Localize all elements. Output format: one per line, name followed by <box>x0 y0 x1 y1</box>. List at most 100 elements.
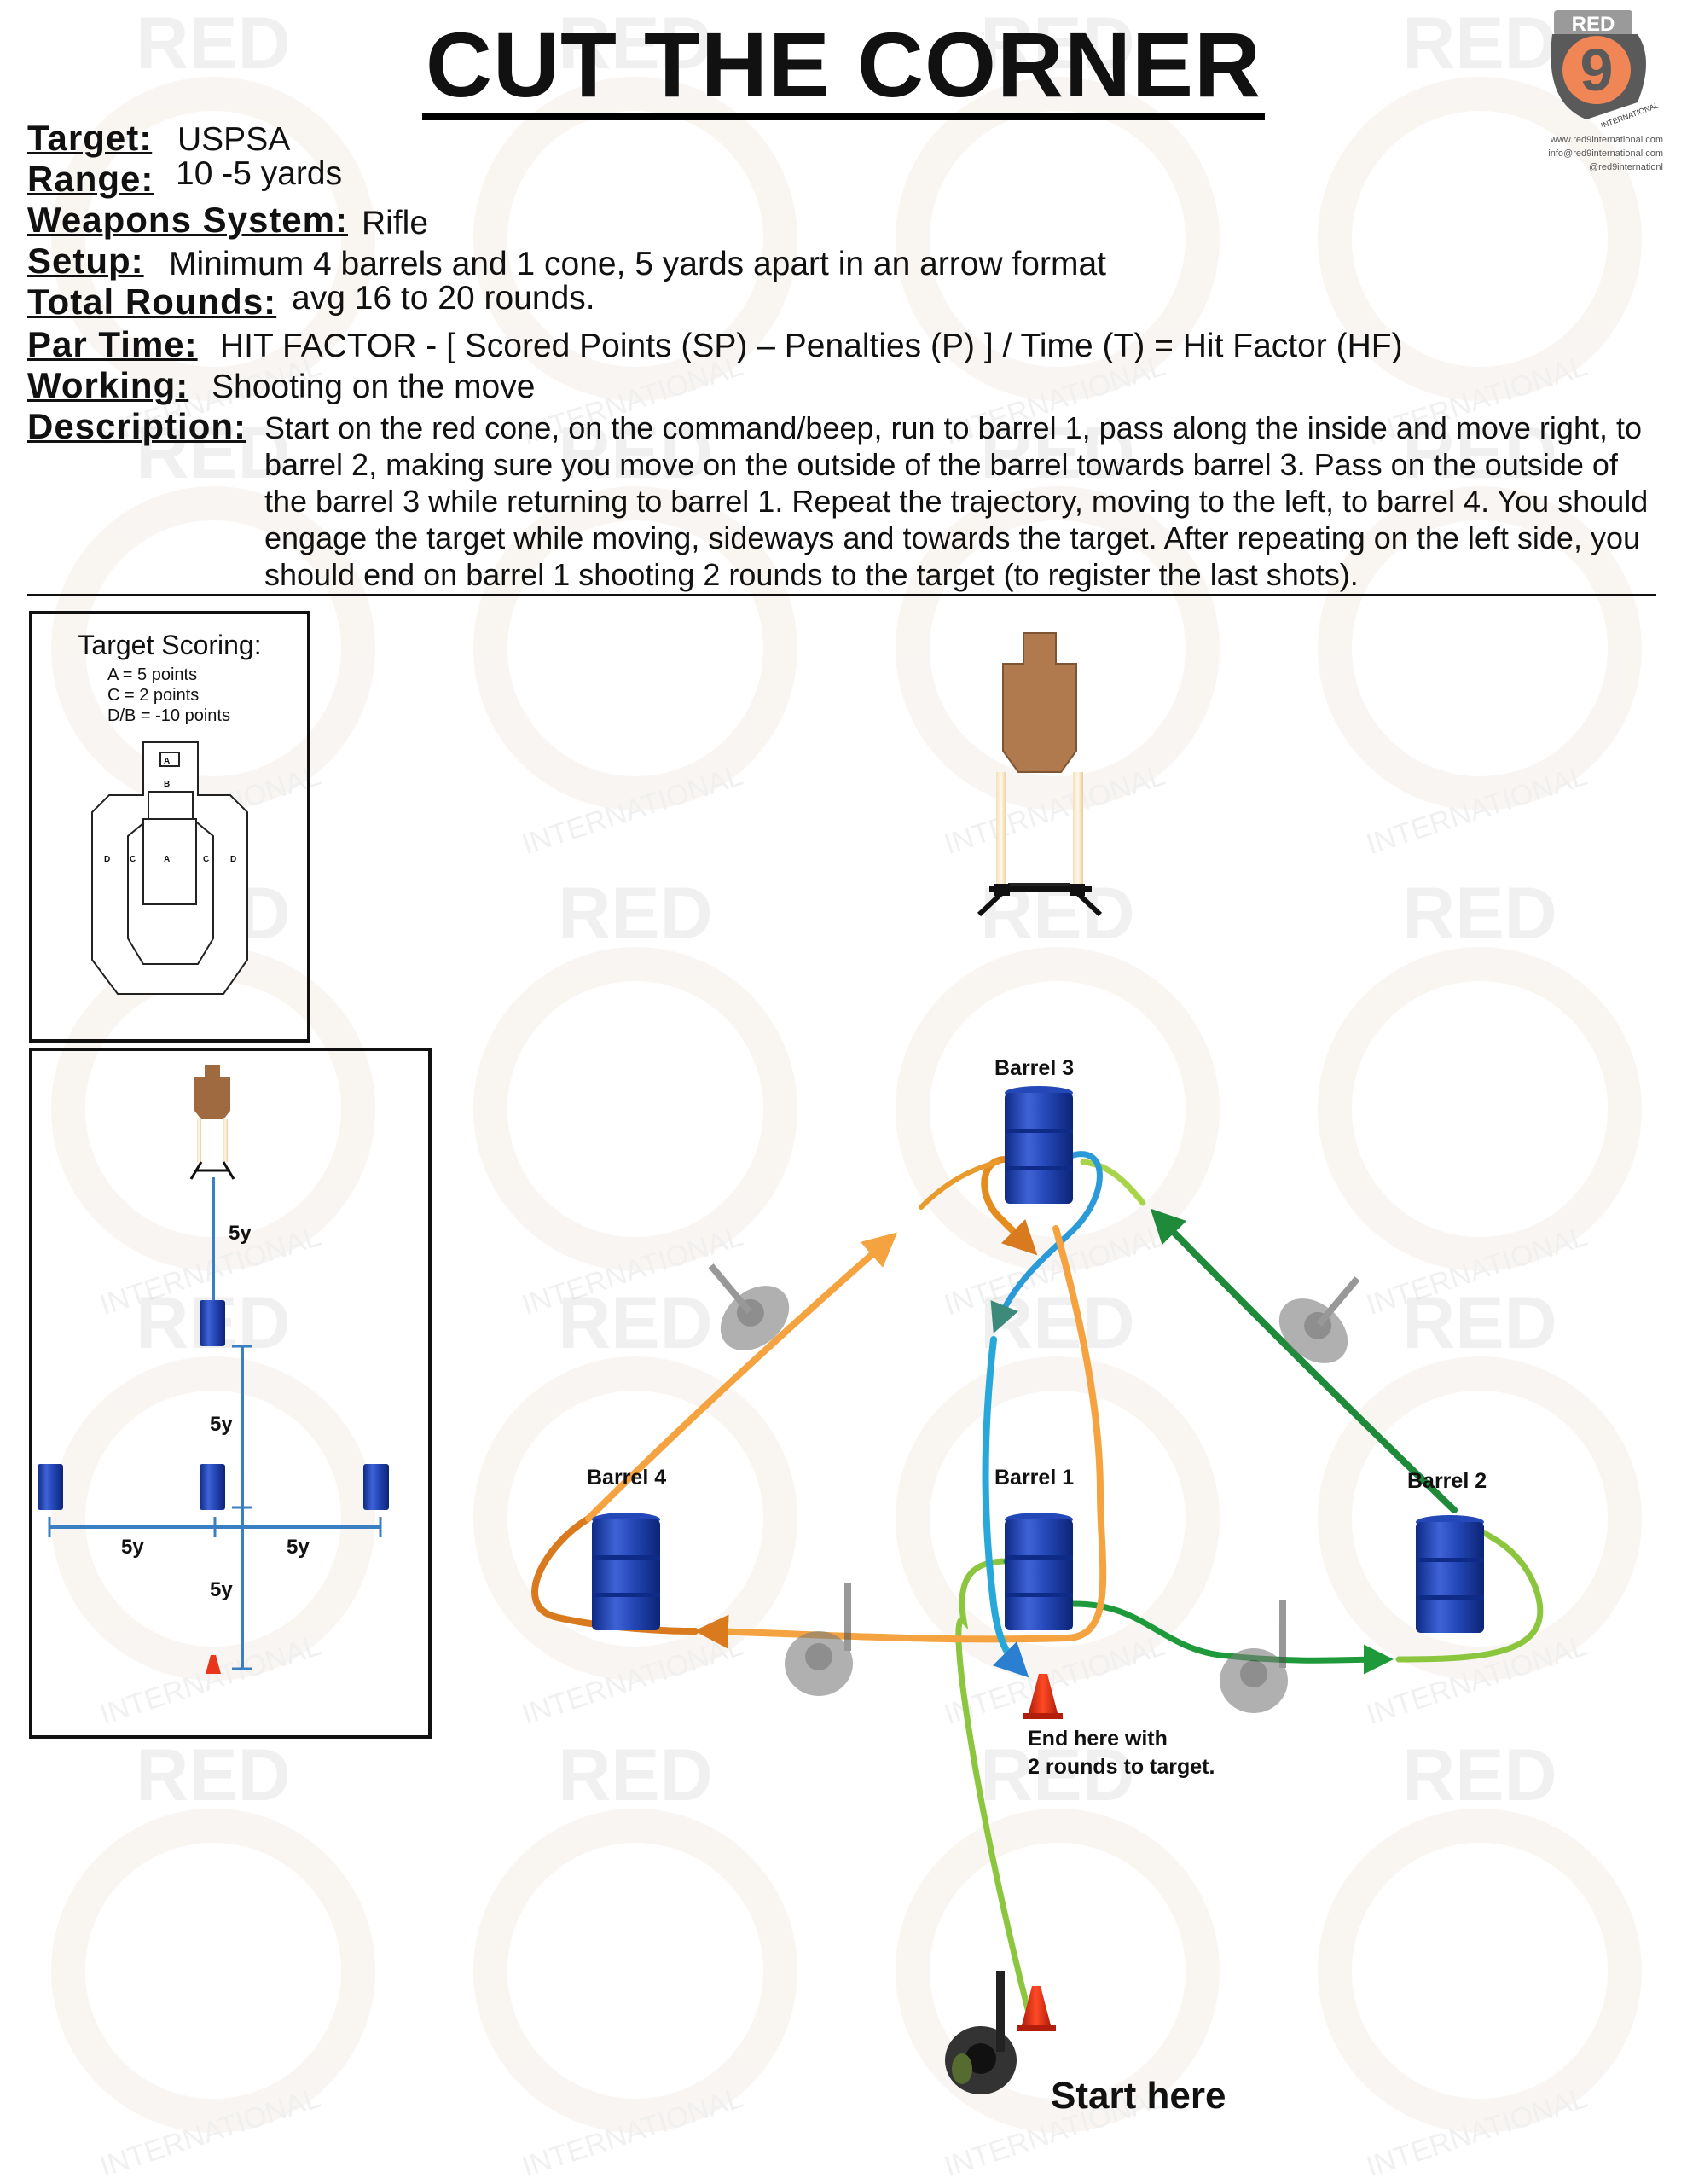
path-barrel1-to-end <box>982 1336 1029 1678</box>
path-barrel2-loop <box>1395 1524 1544 1663</box>
svg-text:RED: RED <box>1402 1734 1557 1816</box>
logo-contact-social: @red9internationl <box>1589 162 1663 172</box>
barrel-4-shape <box>592 1513 660 1630</box>
start-label: Start here <box>1051 2075 1226 2117</box>
svg-text:RED: RED <box>558 1282 713 1364</box>
zone-d-left: D <box>104 855 111 864</box>
label-par-time: Par Time: <box>27 324 198 364</box>
end-note: End here with 2 rounds to target. <box>1028 1725 1215 1781</box>
scoring-target <box>91 741 248 995</box>
zone-a-body: A <box>164 855 171 864</box>
shooter-start <box>945 1971 1017 2094</box>
svg-text:RED: RED <box>1572 13 1615 36</box>
end-note-line-2: 2 rounds to target. <box>1028 1755 1215 1779</box>
scoring-title: Target Scoring: <box>78 630 262 660</box>
dist-center-to-cone: 5y <box>210 1578 233 1601</box>
path-barrel2-to-barrel3 <box>1150 1208 1458 1513</box>
mini-cone <box>206 1655 221 1674</box>
svg-text:RED: RED <box>558 412 713 494</box>
page-title: CUT THE CORNER <box>0 17 1687 120</box>
svg-text:RED: RED <box>136 1734 291 1816</box>
shooter-right-lower <box>1220 1600 1288 1713</box>
path-barrel3-blue-loop <box>990 1151 1103 1333</box>
dist-right: 5y <box>287 1536 310 1559</box>
barrel-3-shape <box>1005 1086 1073 1204</box>
zone-c-right: C <box>203 855 210 864</box>
dist-left: 5y <box>121 1536 144 1559</box>
shooter-right-upper <box>1278 1276 1360 1363</box>
value-range: 10 -5 yards <box>176 155 343 192</box>
scoring-line-c: C = 2 points <box>107 686 200 705</box>
scoring-line-db: D/B = -10 points <box>107 706 230 725</box>
path-barrel3-left-top <box>919 1159 1000 1210</box>
path-start-to-barrel1 <box>955 1558 1031 2013</box>
main-target <box>977 632 1103 917</box>
label-target: Target: <box>27 118 153 158</box>
layout-diagram <box>38 1065 389 1674</box>
svg-text:RED: RED <box>980 3 1135 84</box>
shooter-left-upper <box>708 1263 790 1350</box>
svg-text:RED: RED <box>1402 412 1557 494</box>
red9-logo-icon: RED 9 INTERNATIONAL <box>1551 10 1660 130</box>
barrel-1-shape <box>1005 1513 1073 1630</box>
mini-barrel-left <box>38 1464 63 1510</box>
value-total-rounds: avg 16 to 20 rounds. <box>292 280 595 317</box>
barrel-2-label: Barrel 2 <box>1407 1469 1487 1493</box>
svg-text:RED: RED <box>136 3 291 84</box>
svg-text:RED: RED <box>1402 1282 1557 1364</box>
start-cone <box>1017 1986 1056 2031</box>
label-working: Working: <box>27 365 189 405</box>
mini-barrel-top <box>200 1300 225 1346</box>
path-barrel1-return-orange <box>694 1225 1107 1649</box>
shooter-figures <box>708 1263 1360 2094</box>
end-note-line-1: End here with <box>1028 1727 1168 1751</box>
dist-target-to-barrel: 5y <box>229 1222 252 1245</box>
header-divider <box>27 594 1656 596</box>
barrel-2-shape <box>1416 1515 1484 1633</box>
shooter-left-lower <box>785 1583 853 1696</box>
value-weapons-system: Rifle <box>362 205 429 241</box>
zone-a-head: A <box>164 757 171 766</box>
label-weapons-system: Weapons System: <box>27 200 348 240</box>
svg-text:RED: RED <box>1402 3 1557 84</box>
label-setup: Setup: <box>27 241 144 281</box>
svg-text:9: 9 <box>1580 37 1614 103</box>
description-text: Start on the red cone, on the command/be… <box>264 410 1649 592</box>
svg-text:RED: RED <box>558 3 713 84</box>
svg-text:RED: RED <box>1402 873 1557 955</box>
barrel-3-label: Barrel 3 <box>994 1056 1075 1080</box>
path-barrel3-right-top <box>1080 1159 1146 1206</box>
end-cone <box>1023 1674 1063 1719</box>
label-total-rounds: Total Rounds: <box>27 282 277 322</box>
main-barrels <box>592 1086 1484 1633</box>
mini-barrel-center <box>200 1464 225 1510</box>
dist-top-to-center: 5y <box>210 1413 233 1436</box>
layout-panel: 5y 5y 5y 5y 5y <box>29 1048 432 1739</box>
svg-text:RED: RED <box>980 412 1135 494</box>
value-setup: Minimum 4 barrels and 1 cone, 5 yards ap… <box>169 246 1106 282</box>
value-par-time: HIT FACTOR - [ Scored Points (SP) – Pena… <box>220 328 1403 364</box>
mini-barrel-right <box>363 1464 389 1510</box>
barrel-1-label: Barrel 1 <box>994 1466 1075 1490</box>
value-target: USPSA <box>177 121 291 158</box>
zone-d-right: D <box>230 855 237 864</box>
zone-b: B <box>164 780 171 789</box>
svg-text:RED: RED <box>980 1734 1135 1816</box>
svg-text:RED: RED <box>136 412 291 494</box>
logo-contact-email: info@red9international.com <box>1548 148 1663 159</box>
value-working: Shooting on the move <box>212 369 536 405</box>
brand-logo: RED 9 INTERNATIONAL www.red9internationa… <box>1518 9 1663 173</box>
mini-target <box>189 1065 235 1180</box>
target-scoring-panel: Target Scoring: A = 5 points C = 2 point… <box>29 611 310 1043</box>
logo-contact-web: www.red9international.com <box>1550 135 1663 145</box>
path-barrel4-to-barrel3 <box>585 1232 898 1522</box>
label-description: Description: <box>27 406 247 446</box>
barrel-4-label: Barrel 4 <box>587 1466 667 1490</box>
scoring-line-a: A = 5 points <box>107 665 198 684</box>
movement-paths <box>531 1151 1544 2013</box>
svg-text:RED: RED <box>558 1734 713 1816</box>
zone-c-left: C <box>130 855 136 864</box>
label-range: Range: <box>27 159 154 199</box>
